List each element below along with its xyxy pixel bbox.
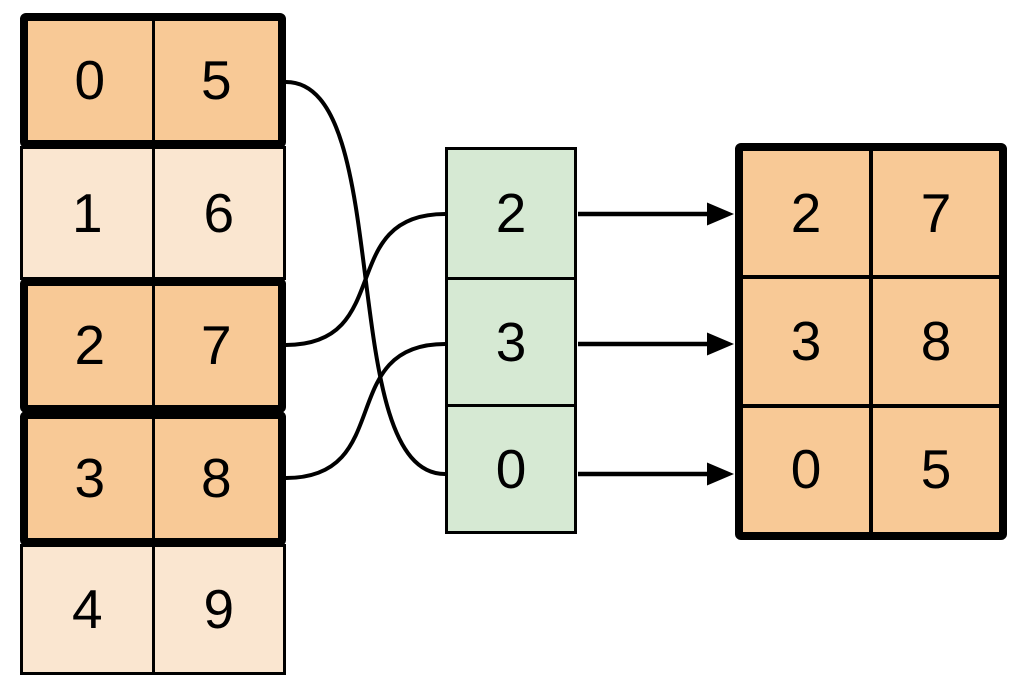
result-cell: 3 xyxy=(790,309,822,372)
source-cell: 6 xyxy=(151,149,284,277)
source-cell: 3 xyxy=(74,447,106,509)
source-row-1: 1 6 xyxy=(20,146,286,280)
arrowhead-icon xyxy=(707,202,734,226)
result-row-2: 0 5 xyxy=(743,403,999,532)
result-cell: 5 xyxy=(869,407,999,532)
curve-source-row-2-to-index-2 xyxy=(284,212,447,347)
source-cell: 0 xyxy=(74,49,106,111)
result-cell: 0 xyxy=(790,438,822,501)
source-cell: 5 xyxy=(151,21,279,140)
result-table: 2 7 3 8 0 5 xyxy=(735,143,1007,540)
result-row-0: 2 7 xyxy=(743,151,999,276)
index-cell-0: 2 xyxy=(495,182,527,244)
result-cell: 2 xyxy=(790,181,822,244)
index-column: 2 3 0 xyxy=(445,147,577,534)
index-cell-1: 3 xyxy=(448,277,574,404)
source-cell: 9 xyxy=(151,547,284,672)
arrowhead-icon xyxy=(707,462,734,486)
arrowhead-icon xyxy=(707,332,734,356)
source-row-2: 2 7 xyxy=(20,278,286,413)
source-cell: 8 xyxy=(151,419,279,538)
arrow-index-3-to-result-row-1 xyxy=(578,332,734,356)
curve-source-row-3-to-index-3 xyxy=(284,342,447,480)
source-row-3: 3 8 xyxy=(20,411,286,546)
arrow-index-0-to-result-row-2 xyxy=(578,462,734,486)
result-cell: 8 xyxy=(869,279,999,404)
source-cell: 4 xyxy=(71,578,103,640)
result-row-1: 3 8 xyxy=(743,275,999,404)
source-row-4: 4 9 xyxy=(20,544,286,675)
arrow-index-2-to-result-row-0 xyxy=(578,202,734,226)
source-cell: 2 xyxy=(74,314,106,376)
result-cell: 7 xyxy=(869,151,999,276)
curve-source-row-0-to-index-0 xyxy=(284,80,447,476)
source-row-0: 0 5 xyxy=(20,13,286,148)
index-cell-2: 0 xyxy=(448,404,574,531)
source-cell: 7 xyxy=(151,286,279,405)
source-cell: 1 xyxy=(71,181,103,244)
